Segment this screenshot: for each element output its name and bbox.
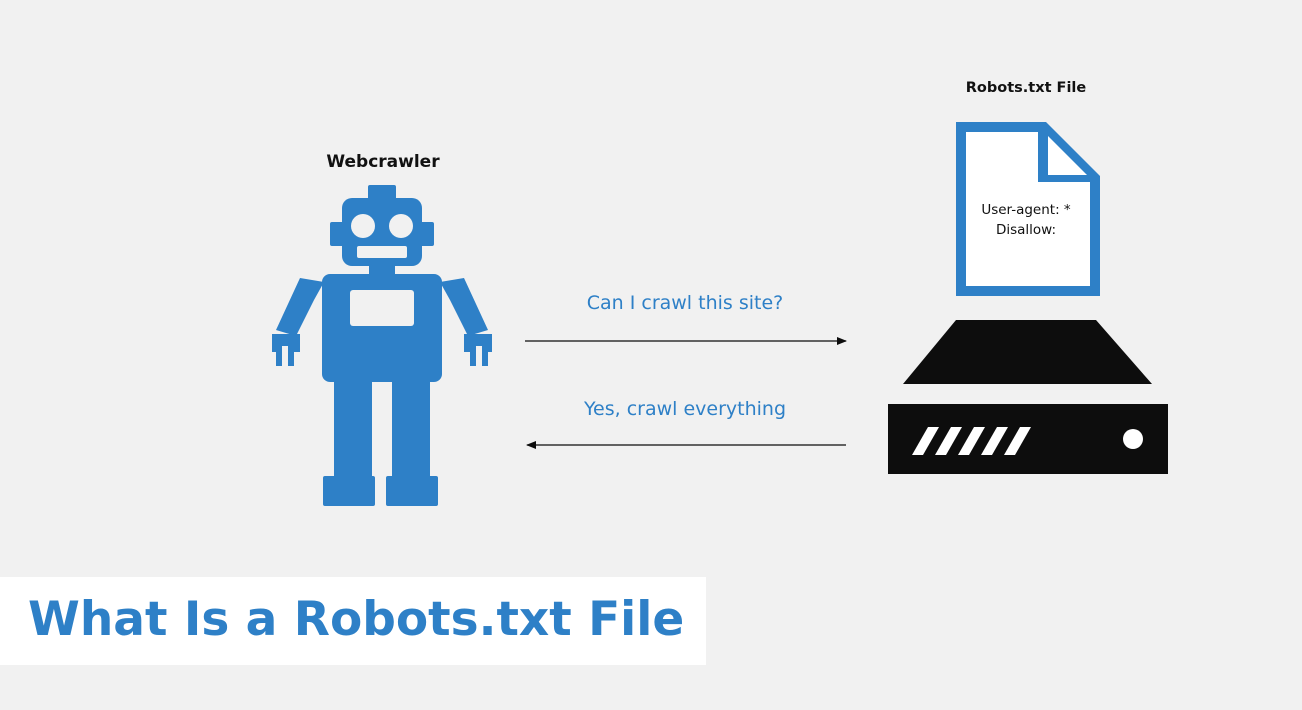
page-title: What Is a Robots.txt File [28, 592, 685, 647]
title-banner: What Is a Robots.txt File [0, 577, 706, 665]
response-message: Yes, crawl everything [583, 398, 787, 420]
webcrawler-label: Webcrawler [326, 152, 440, 172]
request-message: Can I crawl this site? [586, 292, 784, 314]
file-line-disallow: Disallow: [995, 222, 1057, 238]
robot-face [350, 214, 414, 326]
robot-icon [272, 185, 492, 506]
file-line-user-agent: User-agent: * [981, 202, 1071, 218]
robots-file-label: Robots.txt File [965, 80, 1087, 96]
document-icon [956, 122, 1100, 296]
server-icon [888, 320, 1168, 474]
